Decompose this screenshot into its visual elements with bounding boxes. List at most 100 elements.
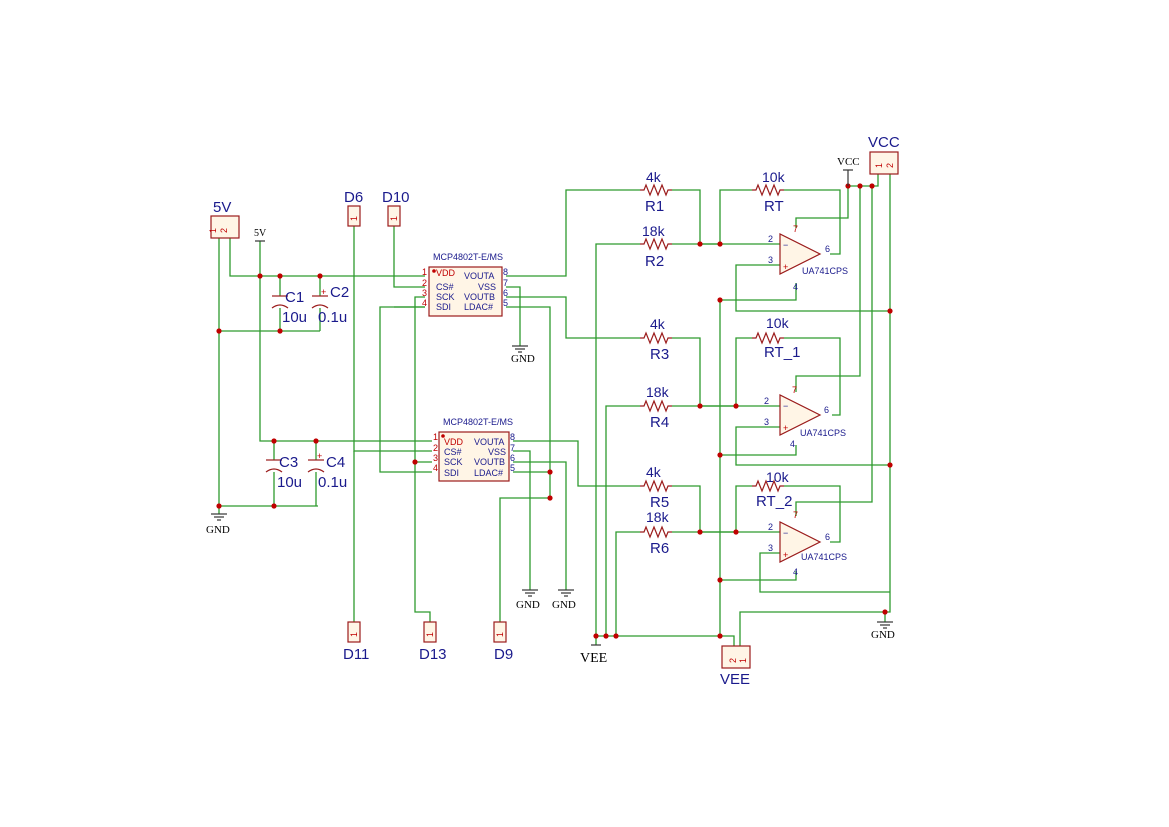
svg-text:7: 7 <box>793 510 798 520</box>
svg-text:3: 3 <box>764 417 769 427</box>
svg-text:1: 1 <box>208 228 218 233</box>
ground-symbol: GND <box>206 513 230 536</box>
resistor-rt1: 10k RT_1 <box>752 315 800 361</box>
svg-text:R2: R2 <box>645 253 664 270</box>
svg-text:RT_1: RT_1 <box>764 344 800 361</box>
svg-text:VSS: VSS <box>478 282 496 292</box>
svg-text:6: 6 <box>825 244 830 254</box>
svg-text:R5: R5 <box>650 494 669 511</box>
capacitor-c2: + C2 0.1u <box>311 284 349 326</box>
svg-text:−: − <box>783 528 788 538</box>
capacitor-c4: + C4 0.1u <box>307 451 347 491</box>
svg-text:+: + <box>783 423 788 433</box>
svg-text:RT_2: RT_2 <box>756 493 792 510</box>
svg-text:7: 7 <box>792 385 797 395</box>
svg-text:GND: GND <box>206 524 230 536</box>
svg-text:+: + <box>783 550 788 560</box>
ground-symbol: GND <box>871 621 895 641</box>
svg-text:−: − <box>783 240 788 250</box>
svg-text:D9: D9 <box>494 646 513 663</box>
resistor-r6: 18k R6 <box>640 509 672 557</box>
svg-text:18k: 18k <box>646 509 670 525</box>
opamp-1: − + 2 3 6 7 4 UA741CPS <box>768 224 848 292</box>
svg-text:−: − <box>783 401 788 411</box>
svg-text:2: 2 <box>422 278 427 288</box>
svg-text:C2: C2 <box>330 284 349 301</box>
svg-text:R1: R1 <box>645 198 664 215</box>
dac-top: MCP4802T-E/MS VDD CS# SCK SDI 1 2 3 4 VO… <box>422 252 508 317</box>
connector-d9: 1 D9 <box>493 621 513 663</box>
svg-text:C3: C3 <box>279 454 298 471</box>
svg-text:2: 2 <box>768 522 773 532</box>
svg-text:5V: 5V <box>254 228 267 239</box>
power-vee: VEE <box>580 644 607 666</box>
svg-text:2: 2 <box>764 396 769 406</box>
svg-text:0.1u: 0.1u <box>318 474 347 491</box>
svg-text:D13: D13 <box>419 646 447 663</box>
svg-text:R3: R3 <box>650 346 669 363</box>
power-5v: 5V <box>254 228 267 242</box>
svg-text:R6: R6 <box>650 540 669 557</box>
resistor-r4: 18k R4 <box>640 384 672 431</box>
svg-text:CS#: CS# <box>444 447 462 457</box>
resistor-rt2: 10k RT_2 <box>752 469 792 510</box>
svg-text:18k: 18k <box>642 223 666 239</box>
svg-text:18k: 18k <box>646 384 670 400</box>
svg-text:4k: 4k <box>646 464 662 480</box>
dac-part-number: MCP4802T-E/MS <box>443 417 513 427</box>
svg-text:VDD: VDD <box>436 268 456 278</box>
power-vcc: VCC <box>837 156 860 186</box>
svg-text:VCC: VCC <box>837 156 860 168</box>
svg-text:GND: GND <box>516 599 540 611</box>
dac-part-number: MCP4802T-E/MS <box>433 252 503 262</box>
wires <box>218 174 891 646</box>
svg-text:+: + <box>783 262 788 272</box>
svg-text:2: 2 <box>728 658 738 663</box>
svg-text:+: + <box>321 287 326 297</box>
svg-text:VOUTA: VOUTA <box>474 437 504 447</box>
svg-text:1: 1 <box>349 216 359 221</box>
resistor-rt: 10k RT <box>752 169 786 215</box>
svg-text:D11: D11 <box>343 646 369 663</box>
svg-text:2: 2 <box>885 163 895 168</box>
svg-text:7: 7 <box>793 224 798 234</box>
svg-text:3: 3 <box>433 453 438 463</box>
svg-text:1: 1 <box>425 632 435 637</box>
svg-text:CS#: CS# <box>436 282 454 292</box>
svg-text:6: 6 <box>503 288 508 298</box>
svg-text:2: 2 <box>219 228 229 233</box>
svg-text:7: 7 <box>510 443 515 453</box>
ground-symbol: GND <box>511 345 535 365</box>
svg-text:GND: GND <box>552 599 576 611</box>
svg-text:RT: RT <box>764 198 784 215</box>
svg-text:4: 4 <box>790 439 795 449</box>
svg-text:10u: 10u <box>282 309 307 326</box>
svg-text:3: 3 <box>422 288 427 298</box>
svg-text:+: + <box>317 451 322 461</box>
svg-text:7: 7 <box>503 278 508 288</box>
connector-vcc-ref: VCC <box>868 134 900 151</box>
svg-text:SDI: SDI <box>436 302 451 312</box>
svg-text:1: 1 <box>495 632 505 637</box>
svg-text:SCK: SCK <box>444 457 463 467</box>
svg-text:10k: 10k <box>766 315 790 331</box>
svg-text:3: 3 <box>768 543 773 553</box>
svg-text:2: 2 <box>768 234 773 244</box>
capacitor-c1: C1 10u <box>271 289 307 326</box>
svg-text:1: 1 <box>433 432 438 442</box>
svg-text:GND: GND <box>511 353 535 365</box>
connector-d6: 1 D6 <box>344 189 363 227</box>
svg-text:D10: D10 <box>382 189 410 206</box>
svg-text:4: 4 <box>422 298 427 308</box>
connector-vcc: 1 2 VCC <box>868 134 900 175</box>
svg-text:SDI: SDI <box>444 468 459 478</box>
connector-d11: 1 D11 <box>343 621 369 663</box>
ground-symbol: GND <box>552 589 576 611</box>
opamp-2: − + 2 3 6 7 4 UA741CPS <box>764 385 846 449</box>
svg-text:R4: R4 <box>650 414 669 431</box>
svg-text:2: 2 <box>433 443 438 453</box>
svg-text:5: 5 <box>503 298 508 308</box>
svg-text:4: 4 <box>793 567 798 577</box>
connector-d13: 1 D13 <box>419 621 447 663</box>
opamp-part-number: UA741CPS <box>801 552 847 562</box>
